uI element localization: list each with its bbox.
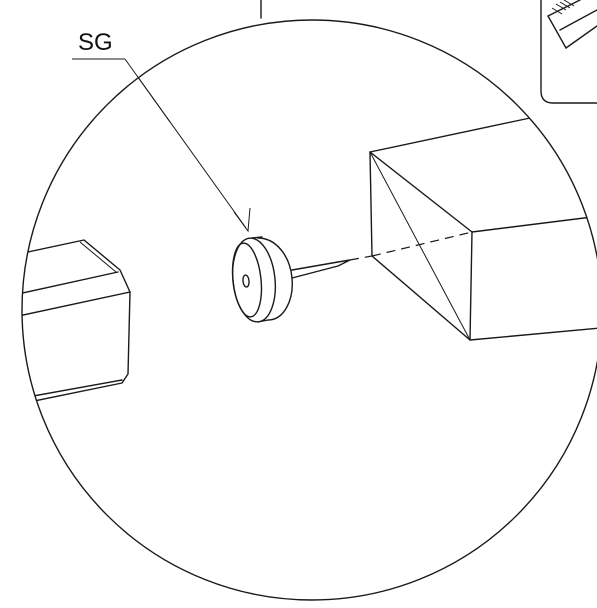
detail-circle <box>21 19 597 601</box>
sg-disc-part <box>231 236 293 323</box>
pin-stud <box>291 255 373 279</box>
inset-reference-panel <box>540 0 597 104</box>
sg-callout-label: SG <box>78 29 113 56</box>
right-tube-part <box>369 117 597 341</box>
left-bracket-part <box>22 239 131 409</box>
sg-callout: SG <box>72 29 171 123</box>
